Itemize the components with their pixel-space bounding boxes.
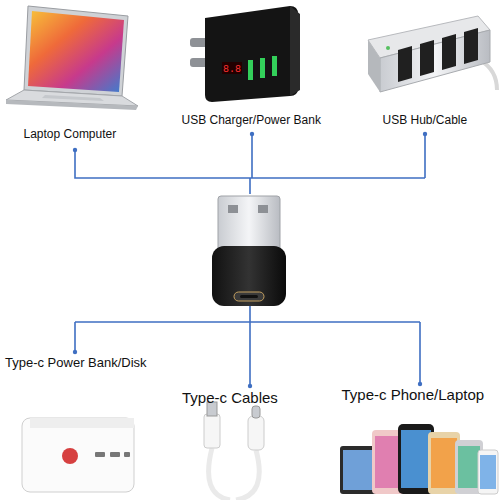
charger-picture: 8.8 [190, 6, 300, 102]
phones-picture [340, 424, 498, 494]
device-node: USB Charger/Power Bank [182, 113, 321, 127]
svg-text:8.8: 8.8 [223, 64, 241, 75]
device-label: Laptop Computer [24, 127, 117, 141]
cables-picture [204, 402, 264, 500]
hub-picture [368, 16, 497, 92]
wire-dots [73, 132, 427, 388]
device-node: USB Hub/Cable [383, 113, 468, 127]
device-label: Type-c Cables [182, 389, 278, 406]
device-node: Type-c Cables [182, 389, 278, 406]
device-node: Type-c Power Bank/Disk [5, 355, 147, 370]
device-node: Laptop Computer [24, 127, 117, 141]
device-label: Type-c Power Bank/Disk [5, 355, 147, 370]
device-label: Type-c Phone/Laptop [342, 386, 485, 403]
device-label: USB Hub/Cable [383, 113, 468, 127]
bus-wires [75, 134, 425, 386]
laptop-picture [6, 6, 138, 110]
powerbank-picture [22, 418, 134, 492]
device-node: Type-c Phone/Laptop [342, 386, 485, 403]
device-label: USB Charger/Power Bank [182, 113, 321, 127]
adapter-picture [212, 196, 286, 306]
